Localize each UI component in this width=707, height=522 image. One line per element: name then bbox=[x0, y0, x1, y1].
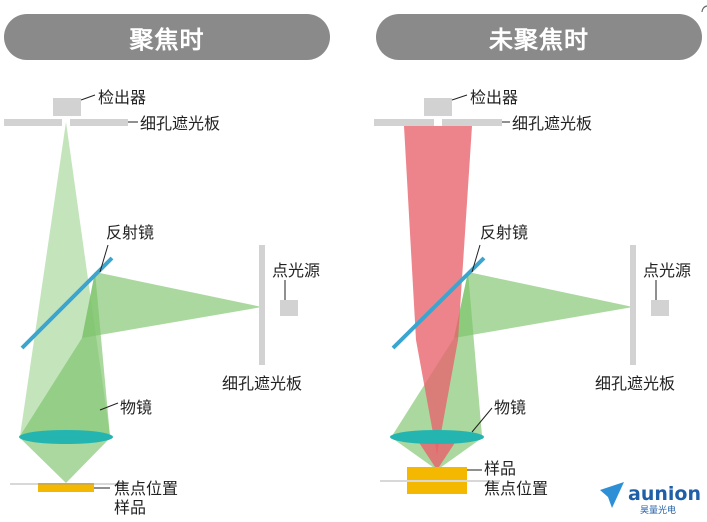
objective-lens bbox=[390, 430, 484, 444]
pinhole-plate-source bbox=[630, 245, 636, 365]
focused-panel: 检出器 细孔遮光板 反射镜 点光源 细孔遮光板 物镜 焦点位置 样品 bbox=[4, 88, 320, 517]
defocused-cone bbox=[416, 438, 458, 470]
pinhole-plate-top-right bbox=[442, 119, 502, 126]
focus-cone bbox=[20, 438, 110, 483]
unfocused-detector-label: 检出器 bbox=[470, 88, 518, 107]
pinhole-plate-top-left bbox=[4, 119, 62, 126]
paper-plane-icon bbox=[600, 482, 624, 508]
detector-box bbox=[53, 98, 81, 116]
point-source-box bbox=[280, 300, 298, 316]
defocused-return-beam bbox=[404, 126, 472, 455]
mirror bbox=[391, 256, 486, 350]
unfocused-objective-label: 物镜 bbox=[494, 398, 526, 417]
brand-sub: 昊量光电 bbox=[640, 504, 676, 516]
corner-mark bbox=[701, 5, 707, 13]
unfocused-panel: 检出器 细孔遮光板 反射镜 点光源 细孔遮光板 物镜 样品 焦点位置 bbox=[374, 88, 691, 498]
unfocused-mirror-label: 反射镜 bbox=[480, 223, 528, 242]
return-beam bbox=[20, 122, 110, 436]
unfocused-sample-label: 样品 bbox=[484, 459, 516, 478]
point-source-box bbox=[651, 300, 669, 316]
unfocused-focus-position-label: 焦点位置 bbox=[484, 479, 548, 498]
unfocused-pinhole-source-label: 细孔遮光板 bbox=[595, 374, 675, 393]
focused-detector-label: 检出器 bbox=[98, 88, 146, 107]
focused-pinhole-source-label: 细孔遮光板 bbox=[222, 374, 302, 393]
objective-lens bbox=[19, 430, 113, 444]
focused-mirror-label: 反射镜 bbox=[106, 223, 154, 242]
source-beam bbox=[82, 272, 262, 338]
pinhole-plate-source bbox=[259, 245, 265, 365]
sample-block-lower bbox=[407, 482, 467, 494]
brand-logo: aunion 昊量光电 bbox=[600, 482, 701, 516]
focused-objective-label: 物镜 bbox=[120, 398, 152, 417]
unfocused-point-source-label: 点光源 bbox=[643, 261, 691, 280]
unfocused-pinhole-top-label: 细孔遮光板 bbox=[512, 114, 592, 133]
mirror bbox=[20, 256, 114, 350]
sample-block-upper bbox=[407, 467, 467, 480]
source-beam bbox=[454, 272, 633, 338]
pinhole-plate-top-right bbox=[70, 119, 128, 126]
focused-title: 聚焦时 bbox=[129, 25, 205, 54]
focused-point-source-label: 点光源 bbox=[272, 261, 320, 280]
down-beam bbox=[20, 272, 110, 436]
pinhole-plate-top-left bbox=[374, 119, 434, 126]
focused-focus-position-label: 焦点位置 bbox=[114, 479, 178, 498]
focused-pinhole-top-label: 细孔遮光板 bbox=[140, 114, 220, 133]
unfocused-title: 未聚焦时 bbox=[489, 25, 589, 54]
focused-sample-label: 样品 bbox=[114, 498, 146, 517]
focused-title-pill: 聚焦时 bbox=[4, 14, 330, 60]
detector-box bbox=[424, 98, 452, 116]
sample-block bbox=[38, 483, 94, 492]
unfocused-title-pill: 未聚焦时 bbox=[376, 14, 702, 60]
brand-name: aunion bbox=[628, 483, 701, 505]
